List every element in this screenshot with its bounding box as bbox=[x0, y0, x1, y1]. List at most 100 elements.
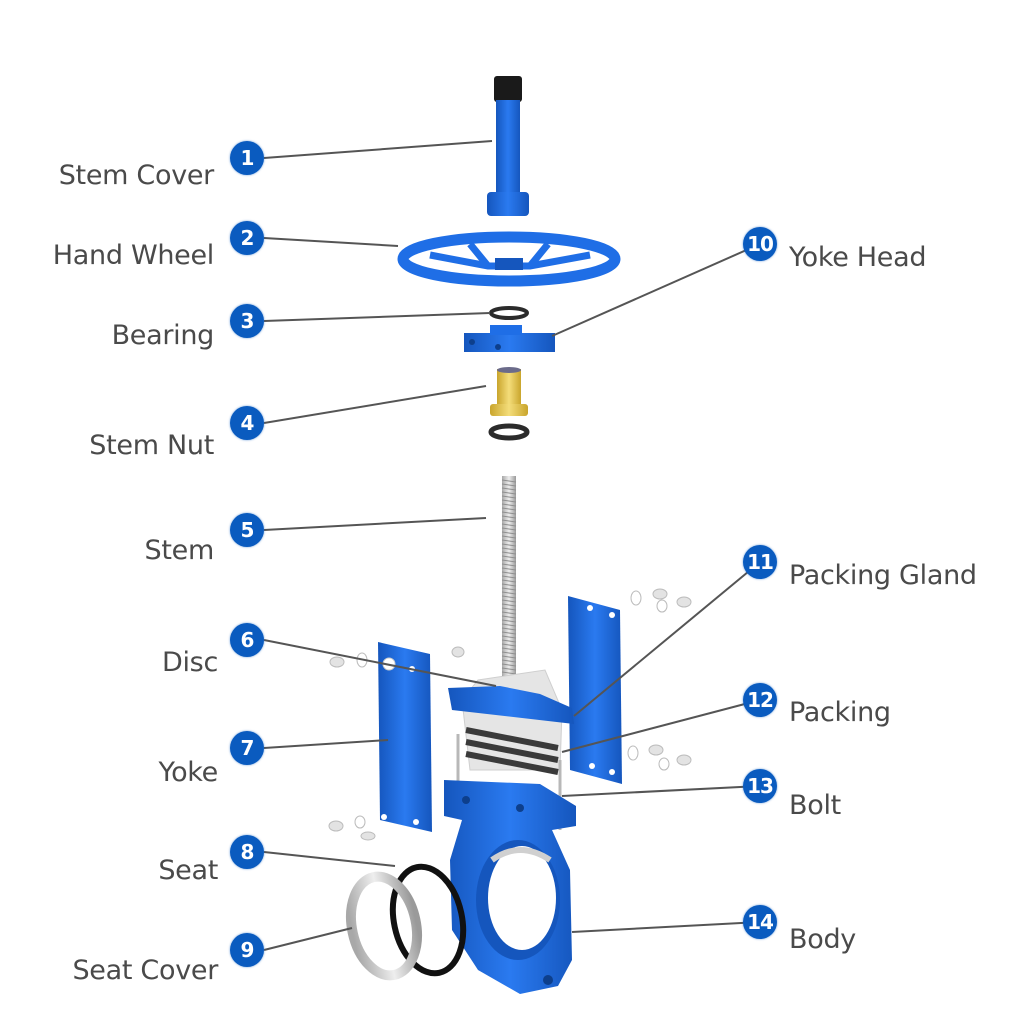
stem-thread bbox=[501, 611, 517, 615]
leader-line-8 bbox=[263, 851, 396, 867]
stem-thread bbox=[501, 515, 517, 519]
callout-badge-2: 2 bbox=[230, 221, 264, 255]
stem-thread bbox=[501, 563, 517, 567]
hand-wheel-part bbox=[397, 231, 621, 287]
leader-line-1 bbox=[263, 140, 493, 159]
stem-thread bbox=[501, 599, 517, 603]
part-label-stem-cover: Stem Cover bbox=[58, 160, 215, 191]
leader-line-6 bbox=[263, 639, 497, 687]
stem-thread bbox=[501, 571, 517, 575]
packing-part bbox=[465, 727, 559, 775]
stem-thread bbox=[501, 495, 517, 499]
part-label-packing-gland: Packing Gland bbox=[789, 560, 977, 591]
stem-thread bbox=[501, 663, 517, 667]
part-label-bolt: Bolt bbox=[789, 790, 841, 821]
stem-thread bbox=[501, 603, 517, 607]
packing-gland-part bbox=[448, 686, 574, 724]
leader-lines bbox=[263, 140, 761, 951]
stem-thread bbox=[501, 543, 517, 547]
body-part bbox=[444, 780, 576, 994]
bearing-part bbox=[489, 306, 529, 320]
stem-thread bbox=[501, 647, 517, 651]
callout-badge-14: 14 bbox=[743, 905, 777, 939]
stem-thread bbox=[501, 487, 517, 491]
stem-thread bbox=[501, 643, 517, 647]
stem-thread bbox=[501, 511, 517, 515]
callout-badge-1: 1 bbox=[230, 141, 264, 175]
part-label-yoke: Yoke bbox=[158, 757, 218, 788]
stem-part bbox=[501, 476, 517, 688]
leader-line-11 bbox=[573, 561, 761, 717]
stem-thread bbox=[501, 583, 517, 587]
part-label-packing: Packing bbox=[789, 697, 891, 728]
leader-line-13 bbox=[561, 785, 761, 797]
stem-thread bbox=[501, 671, 517, 675]
stem-thread bbox=[501, 547, 517, 551]
fastener-bolts bbox=[328, 588, 692, 841]
stem-thread bbox=[501, 503, 517, 507]
yoke-head-part bbox=[464, 325, 555, 352]
stem-thread bbox=[501, 659, 517, 663]
callout-badge-9: 9 bbox=[230, 933, 264, 967]
stem-thread bbox=[501, 655, 517, 659]
stem-thread bbox=[501, 519, 517, 523]
part-label-seat-cover: Seat Cover bbox=[72, 955, 218, 986]
yoke-right-plate bbox=[568, 596, 622, 784]
stem-thread bbox=[501, 551, 517, 555]
part-label-stem-nut: Stem Nut bbox=[89, 430, 214, 461]
stem-thread bbox=[501, 483, 517, 487]
callout-badge-10: 10 bbox=[743, 227, 777, 261]
stem-thread bbox=[501, 499, 517, 503]
callout-badge-7: 7 bbox=[230, 731, 264, 765]
stem-thread bbox=[501, 667, 517, 671]
stem-thread bbox=[501, 591, 517, 595]
stem-thread bbox=[501, 607, 517, 611]
leader-line-5 bbox=[263, 517, 487, 531]
washer-part bbox=[488, 423, 530, 441]
callout-badge-5: 5 bbox=[230, 513, 264, 547]
seat-part bbox=[389, 863, 467, 977]
callout-badge-12: 12 bbox=[743, 683, 777, 717]
stem-thread bbox=[501, 631, 517, 635]
stem-thread bbox=[501, 531, 517, 535]
stem-thread bbox=[501, 567, 517, 571]
stem-thread bbox=[501, 535, 517, 539]
stem-thread bbox=[501, 587, 517, 591]
leader-line-4 bbox=[263, 385, 487, 424]
stem-thread bbox=[501, 527, 517, 531]
callout-badge-3: 3 bbox=[230, 304, 264, 338]
part-label-bearing: Bearing bbox=[111, 320, 215, 351]
stem-thread bbox=[501, 491, 517, 495]
leader-line-9 bbox=[263, 927, 353, 951]
stem-thread bbox=[501, 595, 517, 599]
stem-thread bbox=[501, 651, 517, 655]
part-label-body: Body bbox=[789, 924, 856, 955]
leader-line-10 bbox=[551, 243, 761, 337]
leader-line-3 bbox=[263, 312, 491, 322]
stem-thread bbox=[501, 623, 517, 627]
part-label-seat: Seat bbox=[158, 855, 218, 886]
yoke-left-plate bbox=[378, 642, 432, 832]
stem-thread bbox=[501, 479, 517, 483]
stem-thread bbox=[501, 635, 517, 639]
stem-thread bbox=[501, 559, 517, 563]
stem-thread bbox=[501, 555, 517, 559]
stem-thread bbox=[501, 523, 517, 527]
leader-line-2 bbox=[263, 237, 399, 247]
stem-thread bbox=[501, 507, 517, 511]
leader-line-14 bbox=[571, 921, 761, 933]
part-label-hand-wheel: Hand Wheel bbox=[52, 240, 215, 271]
stem-thread bbox=[501, 627, 517, 631]
part-label-yoke-head: Yoke Head bbox=[789, 242, 927, 273]
stem-thread bbox=[501, 539, 517, 543]
leader-line-12 bbox=[561, 699, 761, 753]
stem-cover-part bbox=[487, 76, 529, 216]
callout-badge-13: 13 bbox=[743, 769, 777, 803]
stem-thread bbox=[501, 615, 517, 619]
callout-badge-4: 4 bbox=[230, 406, 264, 440]
callout-badge-11: 11 bbox=[743, 545, 777, 579]
stem-nut-part bbox=[490, 367, 528, 416]
seat-cover-part bbox=[346, 871, 422, 981]
stem-thread bbox=[501, 579, 517, 583]
